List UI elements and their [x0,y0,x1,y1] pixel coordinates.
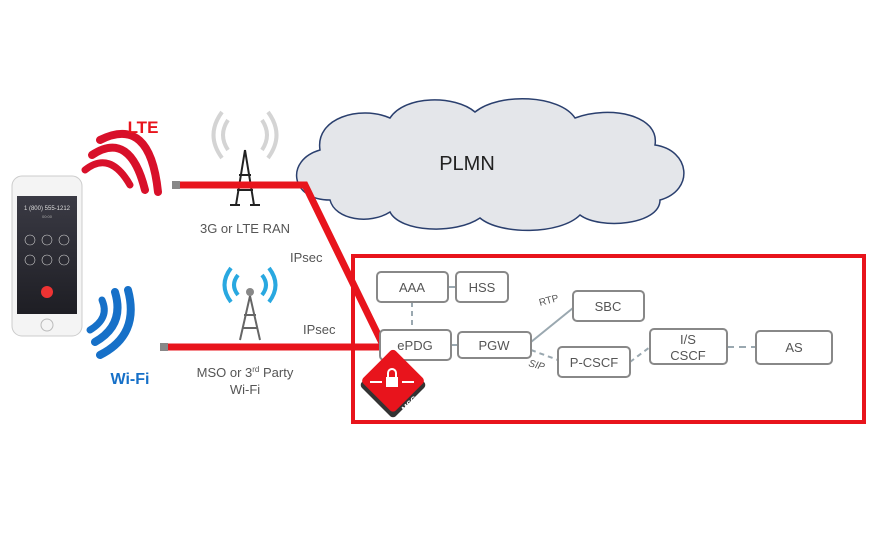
lock-icon [386,377,398,387]
sip-label: SIP [527,358,546,373]
svg-text:AAA: AAA [399,280,425,295]
plmn-cloud: PLMN [295,97,685,232]
ipsec-label-top: IPsec [290,250,323,265]
node-connectors [411,286,756,363]
node-p-cscf: P-CSCF [557,346,631,378]
svg-text:ePDG: ePDG [397,338,432,353]
ipsec-tunnel-lte [172,181,387,347]
wifi-signal-icon [86,286,135,359]
ipsec-tunnel-wifi [160,343,383,351]
svg-text:AS: AS [785,340,803,355]
node-epdg: ePDG [379,329,452,361]
svg-text:I/S: I/S [680,332,696,347]
wifi-label: Wi-Fi [111,371,150,388]
end-call-icon [41,286,53,298]
mso-wifi-label: Wi-Fi [230,382,260,397]
msg-core-boundary [351,254,866,424]
svg-text:P-CSCF: P-CSCF [570,355,618,370]
svg-text:PGW: PGW [478,338,510,353]
node-as: AS [755,330,833,365]
plmn-label: PLMN [439,153,495,175]
lte-label: LTE [128,118,159,137]
svg-text:SBC: SBC [595,299,622,314]
mso-label: MSO or 3rd Party [197,365,294,380]
node-pgw: PGW [457,331,532,359]
phone-number: 1 (800) 555-1212 [24,206,71,212]
svg-text:HSS: HSS [469,280,496,295]
svg-text:CSCF: CSCF [670,348,705,363]
node-aaa: AAA [376,271,449,303]
ipsec-label-bottom: IPsec [303,322,336,337]
cell-tower-icon [211,110,279,206]
call-time: 00:00 [42,214,53,219]
smartphone: 1 (800) 555-1212 00:00 [11,175,83,337]
ran-label: 3G or LTE RAN [200,221,290,236]
wifi-tower-icon [222,266,278,341]
lte-signal-icon [81,129,162,196]
node-sbc: SBC [572,290,645,322]
node-hss: HSS [455,271,509,303]
rtp-label: RTP [538,293,560,309]
